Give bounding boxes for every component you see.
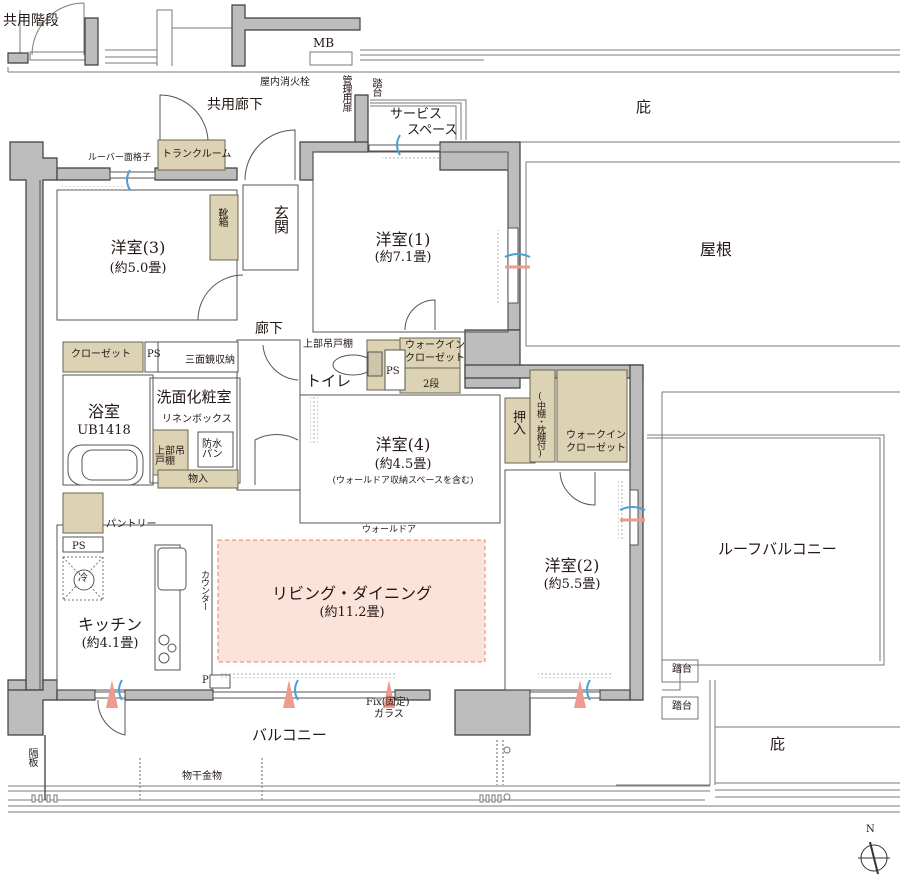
room-western-2-size: (約5.5畳) (543, 577, 601, 592)
room-western-4-name: 洋室(4) (375, 435, 431, 454)
triple-mirror-label: 三面鏡収納 (185, 355, 235, 366)
room-kitchen-name: キッチン (77, 615, 143, 634)
management-door-label: 管理用扉 (340, 75, 351, 111)
roof-label: 屋根 (700, 240, 733, 259)
compass-n-label: N (866, 824, 875, 835)
room-western-1-size: (約7.1畳) (374, 250, 432, 265)
fridge-label: 冷 (78, 573, 88, 584)
waterproof-pan-label: 防水パン (202, 439, 223, 460)
ps-label-2: PS (386, 366, 400, 377)
step-label-2: 踏台 (672, 701, 692, 712)
eaves-top-label: 庇 (636, 98, 652, 116)
fire-hydrant-label: 屋内消火栓 (260, 77, 310, 88)
room-living-dining-name: リビング・ダイニング (271, 584, 433, 603)
service-space-label-1: サービス (390, 107, 443, 122)
two-tier-label: 2段 (423, 379, 440, 390)
linen-box-label: リネンボックス (162, 414, 232, 425)
wall-door-label: ウォールドア (362, 525, 417, 535)
clothes-hanger-label: 物干金物 (182, 771, 222, 782)
room-kitchen-size: (約4.1畳) (81, 636, 139, 651)
room-western-2-name: 洋室(2) (544, 556, 600, 575)
shoe-box-label: 靴箱 (216, 208, 227, 226)
room-western-4-note: (ウォールドア収納スペースを含む) (332, 476, 474, 486)
room-western-1-name: 洋室(1) (375, 230, 431, 249)
room-western-4-size: (約4.5畳) (374, 457, 432, 472)
room-entrance-name: 玄関 (272, 205, 290, 233)
wic-2-label: ウォークイン (566, 430, 626, 441)
room-washroom-name: 洗面化粧室 (156, 388, 232, 406)
wic-2b-label: クローゼット (566, 443, 626, 454)
p-label: P (202, 675, 209, 686)
counter-label: カウンター (199, 570, 209, 610)
service-space-label-2: スペース (407, 123, 458, 138)
fix-glass-label-2: ガラス (374, 709, 404, 720)
airflow-icons (106, 134, 646, 708)
common-stairs-label: 共用階段 (3, 13, 59, 29)
room-hallway-name: 廊下 (255, 321, 283, 337)
oshiire-label: 押入 (510, 410, 525, 434)
pantry-label: パントリー (106, 519, 157, 530)
room-western-3-size: (約5.0畳) (109, 261, 167, 276)
living-dining-area (217, 539, 486, 663)
room-toilet-name: トイレ (306, 372, 352, 390)
ps-label-3: PS (72, 541, 86, 552)
compass-icon (858, 841, 890, 875)
upper-cabinet-toilet-label: 上部吊戸棚 (303, 339, 353, 350)
storage-label: 物入 (188, 474, 208, 485)
room-western-3-name: 洋室(3) (110, 238, 166, 257)
mid-shelf-label: (中棚・枕棚付) (535, 392, 545, 458)
wic-1-label: ウォークイン (405, 340, 465, 351)
fix-glass-label-1: Fix(固定) (366, 697, 410, 708)
eaves-bottom-label: 庇 (770, 735, 786, 753)
trunk-room-label: トランクルーム (162, 149, 232, 160)
wic-1b-label: クローゼット (405, 353, 465, 364)
balcony-label: バルコニー (252, 726, 327, 744)
step-top-label: 踏台 (370, 78, 381, 96)
mb-label: MB (313, 36, 335, 50)
room-bathroom-name: 浴室 (87, 402, 121, 421)
room-living-dining-size: (約11.2畳) (319, 605, 385, 620)
closet-label: クローゼット (71, 349, 131, 360)
partition-label: 隔板 (26, 748, 37, 766)
step-label-1: 踏台 (672, 664, 692, 675)
upper-cabinet-bath-label: 上部吊戸棚 (155, 446, 185, 467)
trunk-room-box (157, 139, 226, 171)
room-bathroom-size: UB1418 (77, 423, 131, 438)
roof-balcony-label: ルーフバルコニー (718, 540, 837, 558)
louver-label: ルーバー面格子 (88, 153, 151, 163)
ps-label-1: PS (147, 349, 161, 360)
common-corridor-label: 共用廊下 (207, 97, 263, 113)
